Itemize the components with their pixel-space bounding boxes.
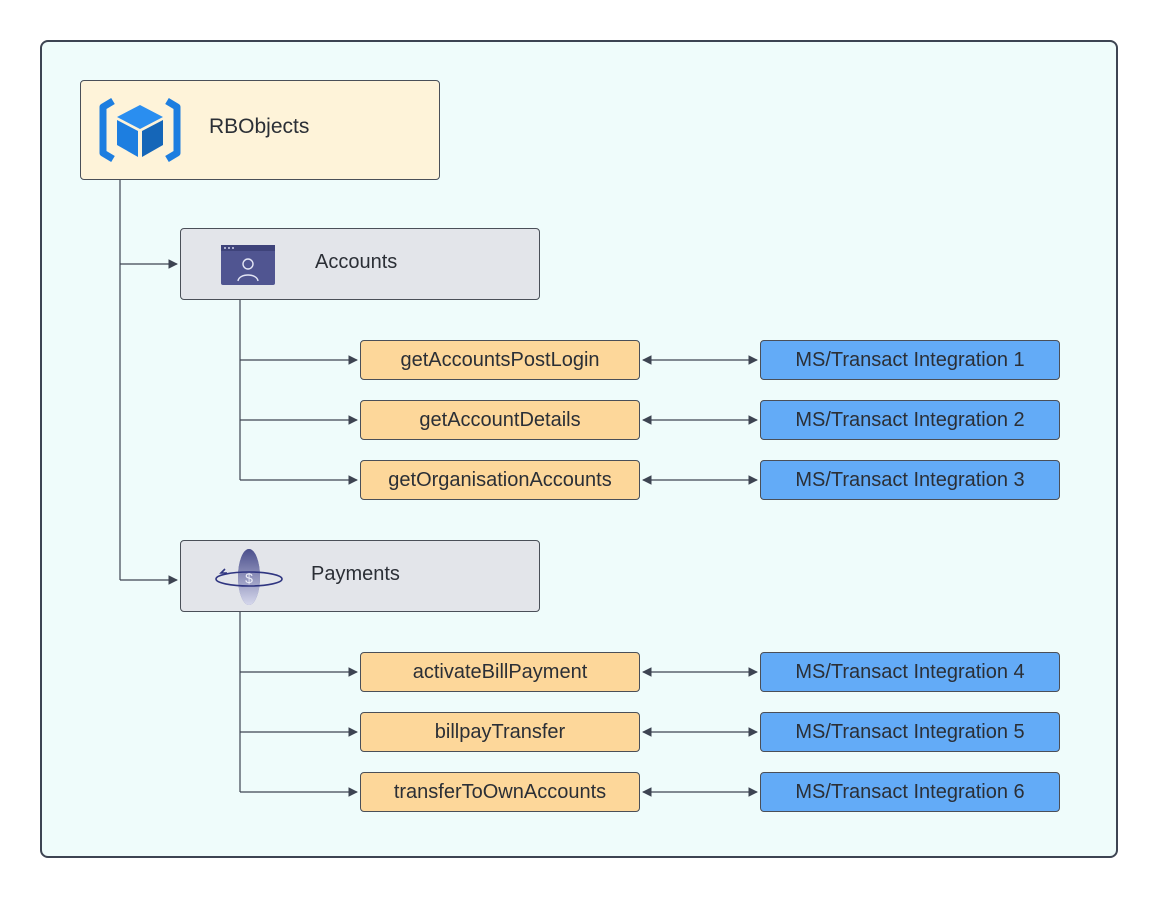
group-label-accounts: Accounts: [315, 251, 398, 273]
method-label: activateBillPayment: [412, 660, 588, 683]
user-window-icon: [221, 245, 275, 285]
integration-label: MS/Transact Integration 3: [795, 468, 1025, 491]
integration-label: MS/Transact Integration 1: [795, 348, 1025, 371]
method-node[interactable]: getAccountsPostLogin: [360, 340, 640, 380]
method-node[interactable]: getOrganisationAccounts: [360, 460, 640, 500]
method-label: getAccountsPostLogin: [400, 348, 600, 371]
integration-node[interactable]: MS/Transact Integration 5: [760, 712, 1060, 752]
integration-label: MS/Transact Integration 4: [795, 660, 1025, 683]
root-label: RBObjects: [209, 115, 310, 138]
integration-node[interactable]: MS/Transact Integration 1: [760, 340, 1060, 380]
method-label: transferToOwnAccounts: [393, 780, 607, 803]
method-label: billpayTransfer: [434, 720, 566, 743]
method-node[interactable]: billpayTransfer: [360, 712, 640, 752]
group-node-payments[interactable]: $ Payments: [180, 540, 540, 612]
integration-label: MS/Transact Integration 5: [795, 720, 1025, 743]
method-node[interactable]: activateBillPayment: [360, 652, 640, 692]
integration-node[interactable]: MS/Transact Integration 3: [760, 460, 1060, 500]
group-label-payments: Payments: [311, 563, 400, 585]
integration-node[interactable]: MS/Transact Integration 2: [760, 400, 1060, 440]
method-node[interactable]: transferToOwnAccounts: [360, 772, 640, 812]
integration-node[interactable]: MS/Transact Integration 4: [760, 652, 1060, 692]
dollar-orbit-icon: $: [215, 549, 283, 605]
integration-label: MS/Transact Integration 6: [795, 780, 1025, 803]
cube-icon: [99, 97, 181, 163]
method-node[interactable]: getAccountDetails: [360, 400, 640, 440]
method-label: getAccountDetails: [419, 408, 581, 431]
svg-text:$: $: [245, 570, 253, 586]
group-node-accounts[interactable]: Accounts: [180, 228, 540, 300]
integration-node[interactable]: MS/Transact Integration 6: [760, 772, 1060, 812]
root-node[interactable]: RBObjects: [80, 80, 440, 180]
integration-label: MS/Transact Integration 2: [795, 408, 1025, 431]
method-label: getOrganisationAccounts: [388, 468, 612, 491]
